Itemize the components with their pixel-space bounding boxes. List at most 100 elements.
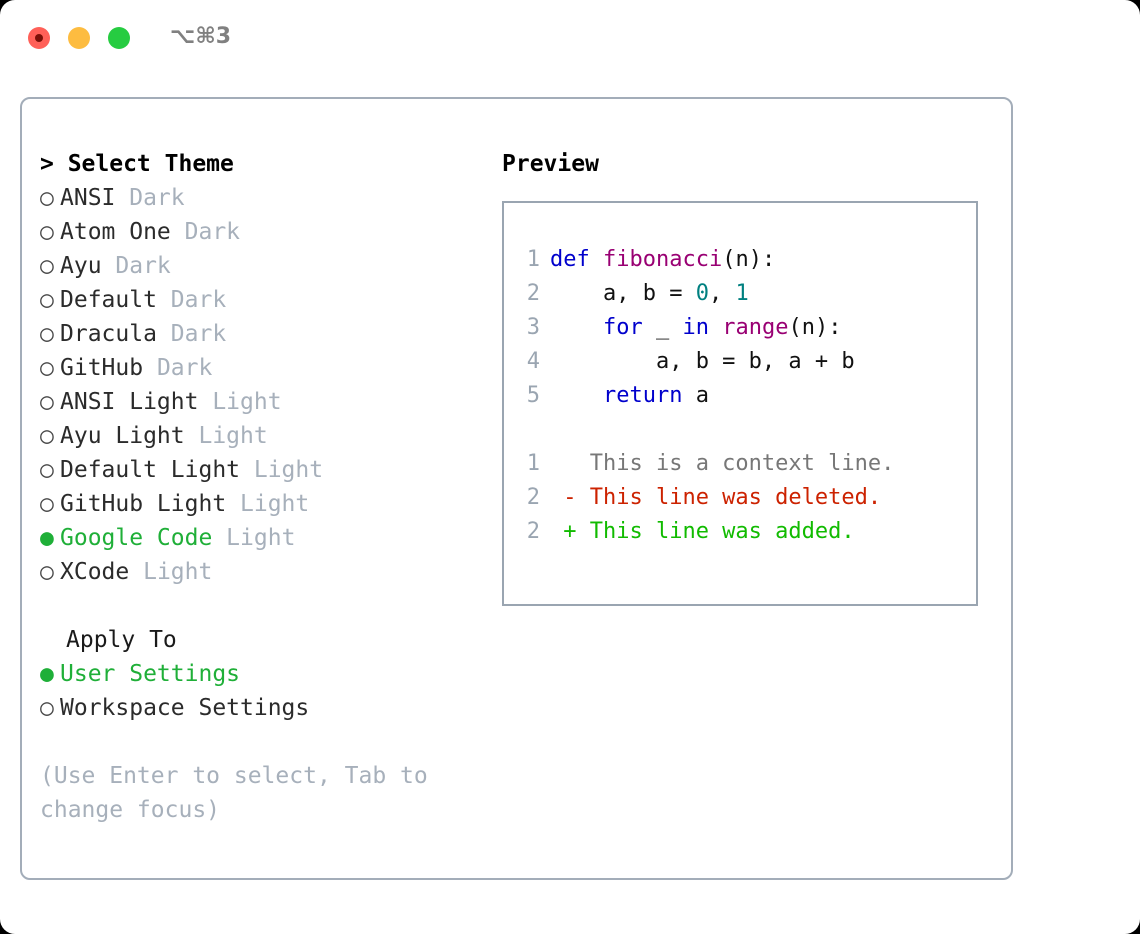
theme-list-item[interactable]: ○Dracula Dark: [40, 317, 480, 351]
radio-unselected-icon: ○: [40, 287, 54, 313]
code-token: range: [722, 315, 789, 340]
apply-to-item[interactable]: ○Workspace Settings: [40, 691, 480, 725]
theme-variant-label: Dark: [115, 185, 185, 211]
theme-list-item[interactable]: ○Ayu Dark: [40, 249, 480, 283]
apply-to-heading: Apply To: [66, 627, 177, 653]
code-line: 2 a, b = 0, 1: [504, 277, 976, 311]
theme-name-label: Ayu Light: [60, 423, 185, 449]
theme-name-label: Ayu: [60, 253, 102, 279]
title-bar: ⌥⌘3: [0, 0, 1140, 78]
list-spacer: [40, 589, 480, 623]
keyboard-shortcut-label: ⌥⌘3: [170, 24, 232, 49]
close-button-icon[interactable]: [28, 27, 50, 49]
theme-list-item[interactable]: ○ANSI Dark: [40, 181, 480, 215]
code-token: fibonacci: [603, 247, 723, 272]
theme-name-label: ANSI: [60, 185, 116, 211]
code-token: a, b = b, a + b: [550, 349, 855, 374]
theme-name-label: Default Light: [60, 457, 241, 483]
apply-to-list: ●User Settings○Workspace Settings: [40, 657, 480, 725]
theme-variant-label: Light: [212, 525, 296, 551]
line-number: 1: [526, 247, 540, 272]
code-line: 5 return a: [504, 379, 976, 413]
theme-list-item[interactable]: ○XCode Light: [40, 555, 480, 589]
apply-to-label: User Settings: [60, 661, 241, 687]
theme-variant-label: Light: [129, 559, 213, 585]
code-token: (n):: [722, 247, 776, 272]
diff-text: This is a context line.: [550, 451, 895, 476]
diff-line: 2 - This line was deleted.: [504, 481, 976, 515]
radio-unselected-icon: ○: [40, 185, 54, 211]
theme-list-item[interactable]: ○ANSI Light Light: [40, 385, 480, 419]
code-token: a: [682, 383, 709, 408]
diff-text: - This line was deleted.: [550, 485, 882, 510]
theme-name-label: GitHub Light: [60, 491, 227, 517]
theme-list-item[interactable]: ○Default Light Light: [40, 453, 480, 487]
theme-list-item[interactable]: ●Google Code Light: [40, 521, 480, 555]
radio-unselected-icon: ○: [40, 491, 54, 517]
theme-name-label: ANSI Light: [60, 389, 199, 415]
main-panel: > Select Theme ○ANSI Dark○Atom One Dark○…: [20, 97, 1013, 880]
code-line: 3 for _ in range(n):: [504, 311, 976, 345]
code-token: in: [682, 315, 709, 340]
theme-variant-label: Dark: [156, 321, 227, 347]
radio-unselected-icon: ○: [40, 695, 54, 721]
code-line: 1 def fibonacci(n):: [504, 243, 976, 277]
theme-name-label: Google Code: [60, 525, 213, 551]
theme-list-item[interactable]: ○Default Dark: [40, 283, 480, 317]
code-token: 1: [735, 281, 749, 306]
diff-line: 2 + This line was added.: [504, 515, 976, 549]
code-token: [550, 315, 603, 340]
radio-unselected-icon: ○: [40, 321, 54, 347]
code-token: 0: [695, 281, 709, 306]
theme-name-label: XCode: [60, 559, 130, 585]
line-number: 2: [526, 281, 540, 306]
code-diff-spacer: [504, 413, 976, 447]
theme-selector-column: > Select Theme ○ANSI Dark○Atom One Dark○…: [40, 147, 480, 827]
theme-list-item[interactable]: ○GitHub Dark: [40, 351, 480, 385]
code-token: def: [550, 247, 590, 272]
code-token: [709, 315, 722, 340]
theme-list-item[interactable]: ○GitHub Light Light: [40, 487, 480, 521]
line-number: 4: [526, 349, 540, 374]
theme-name-label: Default: [60, 287, 157, 313]
theme-name-label: GitHub: [60, 355, 144, 381]
theme-name-label: Dracula: [60, 321, 157, 347]
radio-unselected-icon: ○: [40, 423, 54, 449]
theme-variant-label: Dark: [143, 355, 213, 381]
code-token: (n):: [788, 315, 842, 340]
code-token: ,: [708, 281, 736, 306]
line-number: 5: [526, 383, 540, 408]
radio-unselected-icon: ○: [40, 389, 54, 415]
minimize-button-icon[interactable]: [68, 27, 90, 49]
maximize-button-icon[interactable]: [108, 27, 130, 49]
theme-variant-label: Dark: [156, 287, 227, 313]
theme-name-label: Atom One: [60, 219, 171, 245]
preview-title: Preview: [502, 151, 599, 177]
line-number: 3: [526, 315, 540, 340]
line-number: 2: [526, 485, 540, 510]
theme-variant-label: Light: [198, 389, 282, 415]
theme-list-item[interactable]: ○Ayu Light Light: [40, 419, 480, 453]
code-token: [550, 383, 603, 408]
theme-list-item[interactable]: ○Atom One Dark: [40, 215, 480, 249]
radio-unselected-icon: ○: [40, 559, 54, 585]
theme-variant-label: Light: [226, 491, 310, 517]
line-number: 1: [526, 451, 540, 476]
code-token: a, b =: [550, 281, 696, 306]
radio-selected-icon: ●: [40, 661, 54, 687]
select-theme-heading: > Select Theme: [40, 151, 234, 177]
code-line: 4 a, b = b, a + b: [504, 345, 976, 379]
apply-to-label: Workspace Settings: [60, 695, 310, 721]
code-token: _: [642, 315, 683, 340]
code-token: return: [602, 383, 683, 408]
radio-unselected-icon: ○: [40, 219, 54, 245]
theme-variant-label: Dark: [101, 253, 171, 279]
theme-variant-label: Dark: [170, 219, 241, 245]
radio-unselected-icon: ○: [40, 457, 54, 483]
diff-sample: 1 This is a context line. 2 - This line w…: [504, 447, 976, 549]
apply-to-item[interactable]: ●User Settings: [40, 657, 480, 691]
